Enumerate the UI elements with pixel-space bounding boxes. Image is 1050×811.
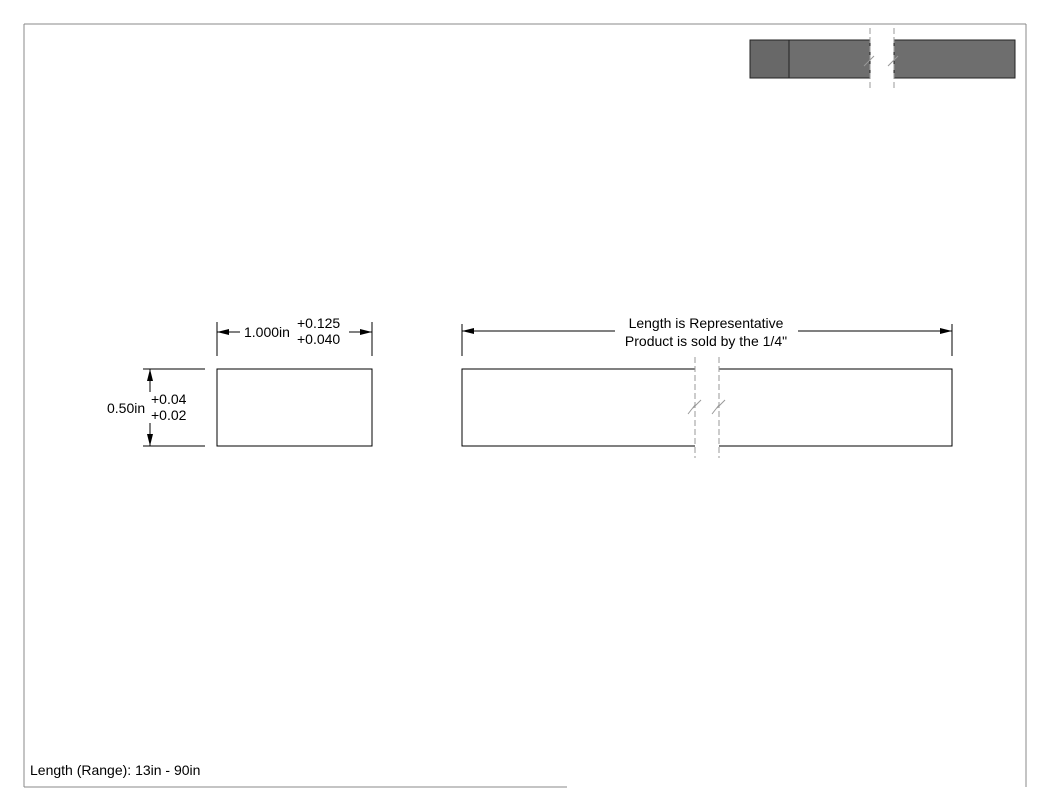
length-note-line1: Length is Representative <box>629 315 784 331</box>
break-symbol-icon <box>711 399 726 415</box>
sheet-border <box>23 23 1027 788</box>
bar-preview <box>749 28 1016 90</box>
length-range-label: Length (Range): 13in - 90in <box>30 762 200 778</box>
side-view: Length is Representative Product is sold… <box>461 315 953 458</box>
break-symbol-icon <box>687 399 702 415</box>
height-tol-plus: +0.04 <box>151 391 187 407</box>
break-symbol-icon <box>887 55 899 67</box>
side-view-break-lines <box>687 357 726 458</box>
width-tol-plus: +0.125 <box>297 315 340 331</box>
bar-preview-right <box>893 39 1016 79</box>
width-tol-minus: +0.040 <box>297 331 340 347</box>
break-symbol-icon <box>863 55 875 67</box>
side-view-outline <box>461 368 953 447</box>
bar-preview-end <box>749 39 790 79</box>
height-dimension <box>143 368 205 447</box>
width-nominal: 1.000in <box>244 324 290 340</box>
cross-section-outline <box>216 368 373 447</box>
width-dimension <box>216 322 373 356</box>
length-note-line2: Product is sold by the 1/4" <box>625 333 787 349</box>
length-dimension <box>461 324 953 356</box>
height-tol-minus: +0.02 <box>151 407 187 423</box>
bar-preview-left <box>788 39 871 79</box>
height-nominal: 0.50in <box>107 400 145 416</box>
cross-section-view: 1.000in +0.125 +0.040 0.50in +0.04 +0.02 <box>107 315 373 447</box>
